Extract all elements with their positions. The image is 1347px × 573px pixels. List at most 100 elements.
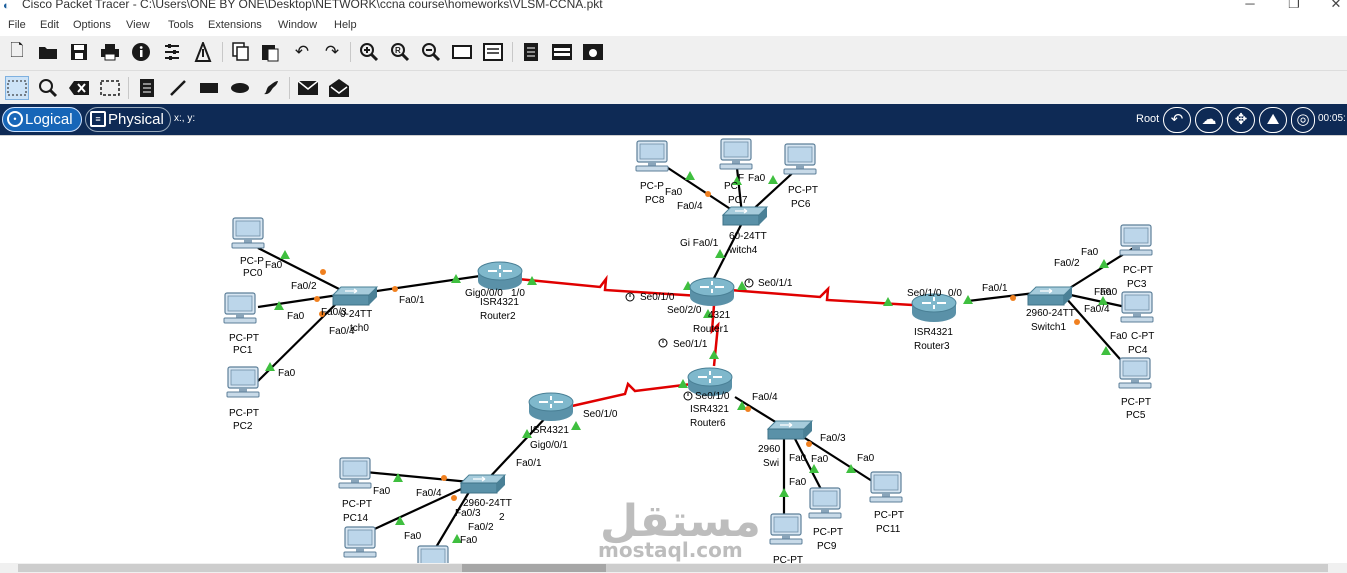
topology-canvas[interactable]: PC-P PC0 PC-PT PC1 PC-PT PC2 PC-P PC8 PC… [0,136,1347,563]
menu-edit[interactable]: Edit [40,19,59,31]
select-icon[interactable] [5,76,29,100]
pc0-icon[interactable] [231,217,265,249]
pc12-icon[interactable] [416,545,450,563]
pc2-icon[interactable] [226,366,260,398]
pc7-icon[interactable] [719,138,753,170]
viewport-icon[interactable]: ◎ [1291,107,1315,133]
switch-devices[interactable] [332,206,1073,494]
open-folder-icon[interactable] [36,40,60,64]
router7-icon[interactable] [528,392,574,422]
cloud-icon[interactable]: ☁ [1195,107,1223,133]
port-label: Fa0/3 [820,433,846,444]
port-label: Fa0/2 [291,281,317,292]
port-label: Fa0 [857,453,875,464]
tab-physical[interactable]: ≡ Physical [85,107,171,132]
rectangle-view-icon[interactable] [450,40,474,64]
switch3-name: Swi [763,458,779,469]
info-icon[interactable] [129,40,153,64]
menu-tools[interactable]: Tools [168,19,194,31]
switch1-icon[interactable] [1027,286,1073,306]
pc14-icon[interactable] [338,457,372,489]
router1-icon[interactable] [689,277,735,307]
move-layer-icon[interactable]: ✥ [1227,107,1255,133]
router2-icon[interactable] [477,261,523,291]
close-button[interactable]: ✕ [1330,0,1342,11]
switch1-model: 2960-24TT [1026,308,1075,319]
new-file-icon[interactable]: 🗋 [10,40,24,60]
drawing-toolbar [0,70,1347,104]
pc9-icon[interactable] [808,487,842,519]
port-label: Fa0/4 [752,392,778,403]
notes-icon[interactable] [519,40,543,64]
menu-view[interactable]: View [126,19,150,31]
port-label: Fa0 [373,486,391,497]
save-icon[interactable] [67,40,91,64]
scrollbar-thumb[interactable] [462,564,606,572]
copy-icon[interactable] [229,40,253,64]
port-labels: Fa0 Fa0/2 Fa0 Fa0/3 Fa0/4 Fa0 Fa0/1 Gig0… [265,173,1128,546]
tab-logical[interactable]: • Logical [2,107,82,132]
zoom-out-icon[interactable] [419,40,443,64]
port-label: Fa0 [1110,331,1128,342]
place-note-icon[interactable] [135,76,159,100]
delete-icon[interactable] [67,76,91,100]
draw-line-icon[interactable] [166,76,190,100]
menu-options[interactable]: Options [73,19,111,31]
resize-shape-icon[interactable] [98,76,122,100]
pc14-name: PC14 [343,513,368,524]
switch4-icon[interactable] [722,206,768,226]
port-label: Fa0/4 [677,201,703,212]
maximize-button[interactable]: ❐ [1288,0,1300,11]
draw-rectangle-icon[interactable] [197,76,221,100]
undo-icon[interactable]: ↶ [294,42,310,61]
switch3-model: 2960 [758,444,781,455]
minimize-button[interactable]: ─ [1245,0,1255,11]
custom-device-icon[interactable] [481,40,505,64]
paste-icon[interactable] [258,40,282,64]
network-wizard-icon[interactable] [160,40,184,64]
screenshot-icon[interactable] [581,40,605,64]
watermark-arabic: مستقل [600,496,761,547]
mostaql-watermark: مستقل mostaql.com [598,496,761,562]
pc10-icon[interactable] [769,513,803,545]
zoom-reset-icon[interactable]: R [388,40,412,64]
pc4-icon[interactable] [1120,291,1154,323]
draw-ellipse-icon[interactable] [228,76,252,100]
port-label: Fa0/4 [1084,304,1110,315]
activity-wizard-icon[interactable] [191,40,215,64]
pc11-icon[interactable] [869,471,903,503]
add-complex-pdu-icon[interactable] [327,76,351,100]
freeform-icon[interactable] [259,76,283,100]
menu-help[interactable]: Help [334,19,357,31]
switch2-icon[interactable] [460,474,506,494]
port-label: Se0/1/1 [758,278,793,289]
pc6-icon[interactable] [783,143,817,175]
add-simple-pdu-icon[interactable] [296,76,320,100]
pc13-icon[interactable] [343,526,377,558]
switch0-icon[interactable] [332,286,378,306]
menu-file[interactable]: File [8,19,26,31]
back-arrow-icon[interactable]: ↶ [1163,107,1191,133]
horizontal-scrollbar[interactable] [0,563,1347,573]
scrollbar-track[interactable] [18,564,1328,572]
redo-icon[interactable]: ↷ [324,42,340,61]
print-icon[interactable] [98,40,122,64]
menu-extensions[interactable]: Extensions [208,19,262,31]
pc6-type: PC-PT [788,185,818,196]
background-image-icon[interactable]: ⛰ [1259,107,1287,133]
menu-window[interactable]: Window [278,19,318,31]
pc1-name: PC1 [233,345,253,356]
inspect-icon[interactable] [36,76,60,100]
zoom-in-icon[interactable] [357,40,381,64]
pdu-list-icon[interactable] [550,40,574,64]
pc5-icon[interactable] [1118,357,1152,389]
pc1-icon[interactable] [223,292,257,324]
packet-tracer-icon: ◐ [3,0,10,12]
switch2-name: 2 [499,512,505,523]
pc11-type: PC-PT [874,510,904,521]
pc5-type: PC-PT [1121,397,1151,408]
pc8-icon[interactable] [635,140,669,172]
pc3-icon[interactable] [1119,224,1153,256]
switch3-icon[interactable] [767,420,813,440]
logical-workspace[interactable]: PC-P PC0 PC-PT PC1 PC-PT PC2 PC-P PC8 PC… [0,135,1347,563]
